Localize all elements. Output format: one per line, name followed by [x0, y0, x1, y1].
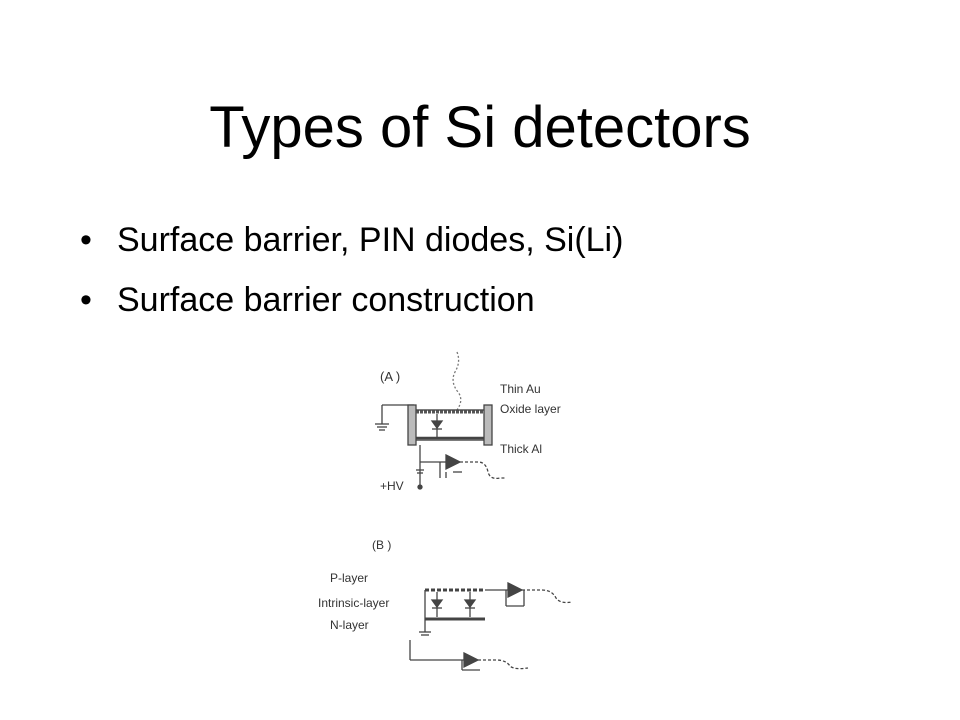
layer-label: Oxide layer — [500, 402, 561, 416]
diode-symbol — [430, 420, 444, 430]
layer-label: Thin Au — [500, 382, 541, 396]
end-cap-left — [407, 404, 417, 446]
preamp-icon — [507, 581, 524, 599]
bullet-item: • Surface barrier, PIN diodes, Si(Li) — [80, 210, 623, 270]
output-pulse — [522, 589, 573, 604]
hv-terminal — [417, 484, 423, 490]
diode-symbol — [430, 599, 444, 609]
preamp-icon — [445, 453, 462, 471]
panel-a-label: (A ) — [380, 369, 400, 384]
end-cap-right — [483, 404, 493, 446]
bullet-item: • Surface barrier construction — [80, 270, 623, 330]
ground-icon — [375, 423, 389, 431]
bullet-list: • Surface barrier, PIN diodes, Si(Li) • Su… — [80, 210, 623, 330]
output-pulse — [478, 659, 529, 670]
layer-label: N-layer — [330, 618, 369, 632]
detector-body — [414, 409, 486, 441]
incident-radiation-line — [452, 351, 462, 411]
slide-title: Types of Si detectors — [209, 95, 751, 160]
panel-b-label: (B ) — [372, 538, 391, 552]
diode-symbol — [463, 599, 477, 609]
layer-label: Thick Al — [500, 442, 542, 456]
bullet-icon: • — [80, 221, 92, 259]
bullet-text: Surface barrier, PIN diodes, Si(Li) — [117, 221, 624, 259]
output-pulse — [460, 461, 506, 480]
layer-label: Intrinsic-layer — [318, 596, 389, 610]
preamp-icon — [463, 651, 480, 669]
bullet-text: Surface barrier construction — [117, 281, 535, 319]
bullet-icon: • — [80, 281, 92, 319]
panel-a: (A ) + — [375, 351, 561, 493]
layer-label: P-layer — [330, 571, 368, 585]
hv-label: +HV — [380, 479, 404, 493]
panel-b: (B ) P-layer Intrinsic-layer N-layer — [318, 538, 573, 671]
